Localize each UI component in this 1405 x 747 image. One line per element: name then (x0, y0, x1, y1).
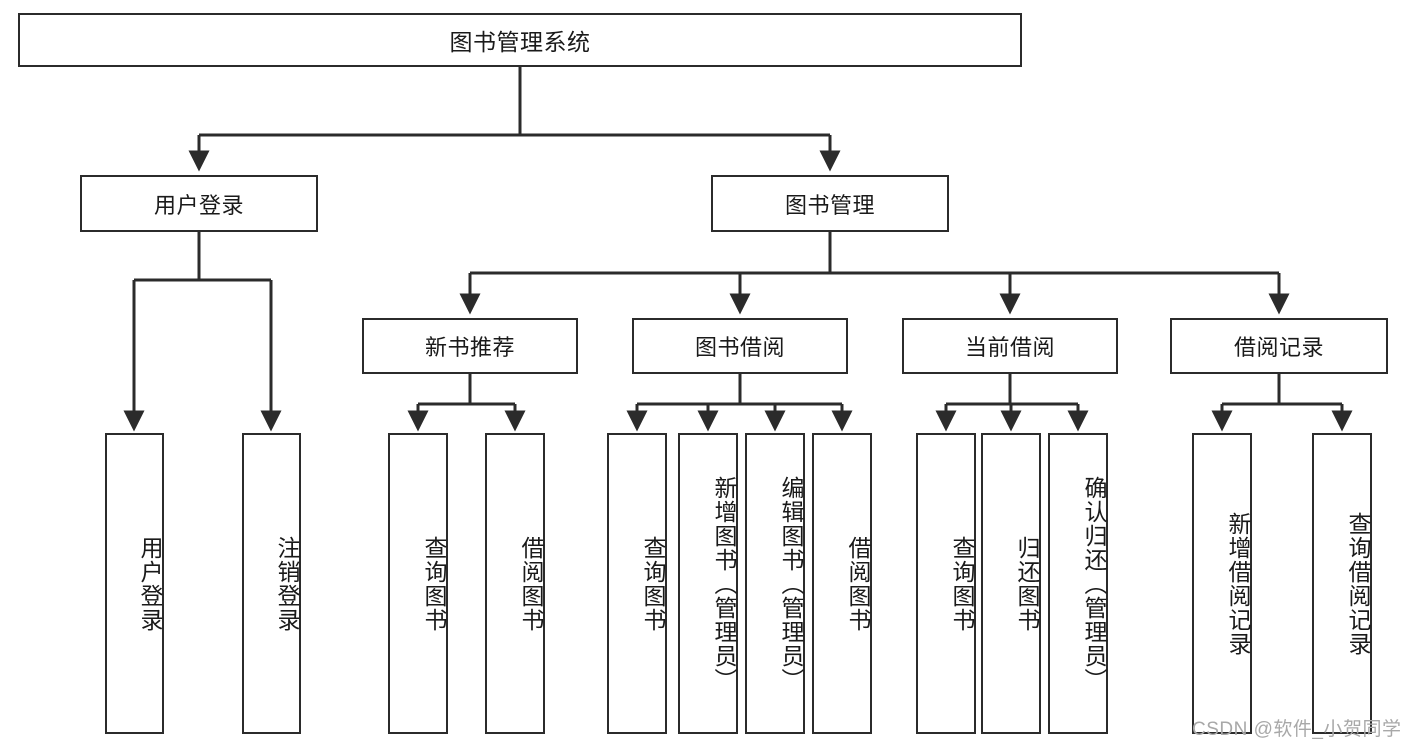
leaf-query-book-new[interactable]: 查询图书 (388, 433, 448, 734)
node-label: 新增图书（管理员） (711, 475, 737, 692)
node-label: 查询图书 (421, 535, 447, 632)
node-label: 新书推荐 (424, 335, 515, 360)
node-book-manage[interactable]: 图书管理 (711, 175, 949, 232)
node-label: 编辑图书（管理员） (778, 475, 804, 692)
leaf-query-book-borrow[interactable]: 查询图书 (607, 433, 667, 734)
node-label: 借阅图书 (518, 535, 544, 632)
node-label: 图书管理系统 (449, 29, 591, 55)
node-label: 图书借阅 (694, 335, 785, 360)
leaf-query-book-current[interactable]: 查询图书 (916, 433, 976, 734)
node-new-book-recommend[interactable]: 新书推荐 (362, 318, 578, 374)
node-label: 查询借阅记录 (1345, 511, 1371, 656)
node-label: 归还图书 (1014, 535, 1040, 632)
leaf-borrow-book-new[interactable]: 借阅图书 (485, 433, 545, 734)
node-root-book-management-system[interactable]: 图书管理系统 (18, 13, 1022, 67)
leaf-borrow-book[interactable]: 借阅图书 (812, 433, 872, 734)
leaf-confirm-return-admin[interactable]: 确认归还（管理员） (1048, 433, 1108, 734)
leaf-user-logout[interactable]: 注销登录 (242, 433, 301, 734)
node-label: 借阅记录 (1233, 335, 1324, 360)
node-label: 确认归还（管理员） (1081, 475, 1107, 692)
node-label: 用户登录 (153, 192, 244, 218)
node-label: 当前借阅 (964, 335, 1055, 360)
leaf-return-book[interactable]: 归还图书 (981, 433, 1041, 734)
leaf-query-borrow-record[interactable]: 查询借阅记录 (1312, 433, 1372, 734)
leaf-add-borrow-record[interactable]: 新增借阅记录 (1192, 433, 1252, 734)
node-current-borrow[interactable]: 当前借阅 (902, 318, 1118, 374)
node-label: 借阅图书 (845, 535, 871, 632)
node-label: 新增借阅记录 (1225, 511, 1251, 656)
node-label: 图书管理 (784, 192, 875, 218)
leaf-add-book-admin[interactable]: 新增图书（管理员） (678, 433, 738, 734)
node-user-login[interactable]: 用户登录 (80, 175, 318, 232)
node-label: 用户登录 (137, 535, 163, 632)
node-label: 查询图书 (949, 535, 975, 632)
node-book-borrow[interactable]: 图书借阅 (632, 318, 848, 374)
leaf-user-login[interactable]: 用户登录 (105, 433, 164, 734)
node-label: 查询图书 (640, 535, 666, 632)
csdn-watermark: CSDN @软件_小贺同学 (1192, 719, 1402, 740)
node-label: 注销登录 (274, 535, 300, 632)
node-borrow-record[interactable]: 借阅记录 (1170, 318, 1388, 374)
leaf-edit-book-admin[interactable]: 编辑图书（管理员） (745, 433, 805, 734)
